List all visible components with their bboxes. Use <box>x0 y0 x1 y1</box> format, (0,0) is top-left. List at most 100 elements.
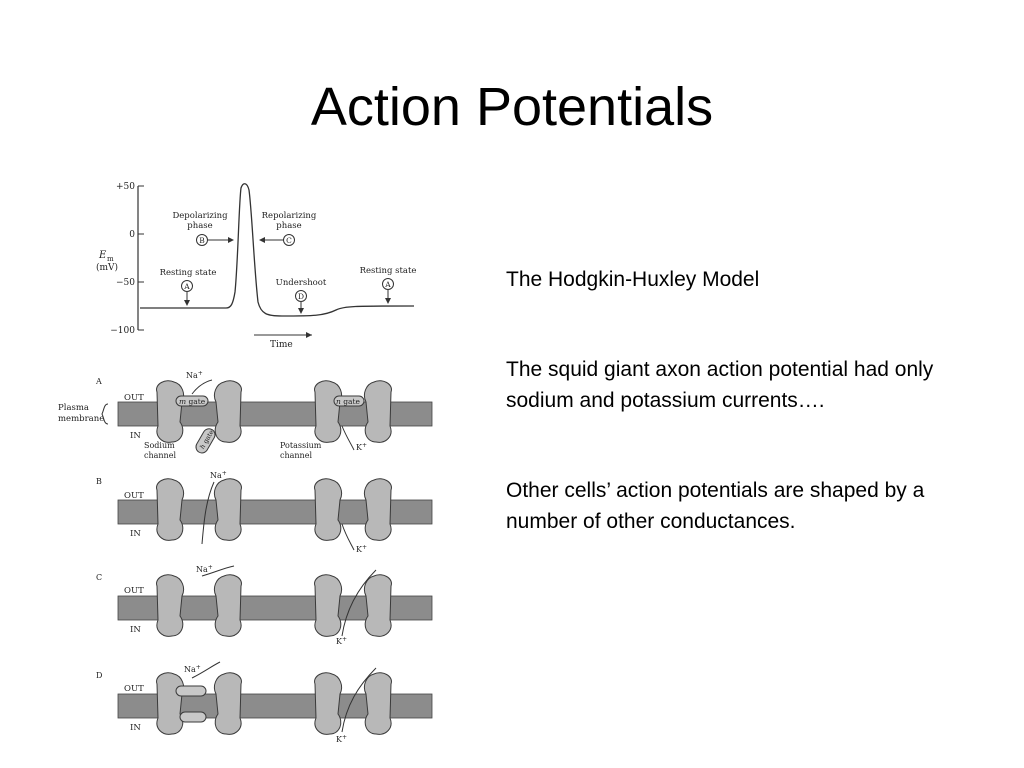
out-label: OUT <box>124 684 144 694</box>
panel-letter: A <box>95 377 102 386</box>
sodium-channel-label: channel <box>144 451 176 460</box>
ion-channel-diagram: A OUT IN Plasma membrane m gate h gate N… <box>58 370 433 744</box>
potassium-channel-left <box>314 672 343 735</box>
marker-circle <box>382 278 394 290</box>
annotation-undershoot: Undershoot <box>276 278 327 288</box>
potassium-channel-label: channel <box>280 451 312 460</box>
arrow-head <box>184 300 190 306</box>
k-arrow <box>341 667 377 733</box>
action-potential-trace <box>140 183 415 317</box>
h-gate <box>195 428 216 454</box>
in-label: IN <box>130 529 141 539</box>
na-arrow <box>201 565 235 577</box>
slide-body-text: The Hodgkin-Huxley Model The squid giant… <box>506 264 936 537</box>
k-arrow <box>341 523 355 551</box>
sodium-channel-left <box>156 672 185 735</box>
panel-letter: B <box>96 477 102 486</box>
marker-circle <box>283 234 295 246</box>
in-label: IN <box>130 723 141 733</box>
panel-letter: C <box>96 573 102 582</box>
marker-circle <box>181 280 193 292</box>
y-axis-unit: (mV) <box>96 262 118 273</box>
k-label: K+ <box>356 544 367 554</box>
marker-circle <box>196 234 208 246</box>
slide-title: Action Potentials <box>310 77 714 137</box>
m-gate <box>175 685 207 697</box>
sodium-channel-left <box>156 478 185 541</box>
arrow-head <box>298 308 304 314</box>
annotation-repolarizing-phase: phase <box>276 221 301 231</box>
panel-c: C OUT IN Na+ K+ <box>96 564 433 646</box>
na-arrow <box>191 661 221 679</box>
y-axis-label: E <box>98 250 107 261</box>
potassium-channel-label: Potassium <box>280 441 322 450</box>
annotation-depolarizing-phase: phase <box>187 221 212 231</box>
panel-d: D OUT IN Na+ K+ <box>96 661 433 744</box>
plasma-membrane-label: Plasma <box>58 403 89 413</box>
sodium-channel-left <box>156 380 185 443</box>
annotation-depolarizing: Depolarizing <box>172 211 228 221</box>
na-arrow <box>191 379 213 395</box>
x-axis-label: Time <box>270 340 293 350</box>
potassium-channel-right <box>363 478 392 541</box>
out-label: OUT <box>124 491 144 501</box>
potassium-channel-left <box>314 574 343 637</box>
panel-letter: D <box>96 671 102 680</box>
panel-a: A OUT IN Plasma membrane m gate h gate N… <box>58 370 433 460</box>
y-tick-label: −50 <box>116 278 135 288</box>
na-label: Na+ <box>196 564 213 574</box>
panel-b: B OUT IN Na+ K+ <box>96 470 433 554</box>
n-gate-label: n gate <box>336 397 361 406</box>
arrow-head <box>385 298 391 304</box>
k-arrow <box>341 425 355 451</box>
paragraph-other-cells: Other cells’ action potentials are shape… <box>506 479 925 533</box>
k-label: K+ <box>336 734 347 744</box>
annotation-resting-state-right: Resting state <box>360 266 417 276</box>
potassium-channel-right <box>363 380 392 443</box>
out-label: OUT <box>124 393 144 403</box>
sodium-channel-right <box>213 478 242 541</box>
potassium-channel-right <box>363 574 392 637</box>
y-tick-label: −100 <box>110 326 135 336</box>
in-label: IN <box>130 625 141 635</box>
n-gate <box>333 395 365 407</box>
arrow-head <box>306 332 312 338</box>
potassium-channel-left <box>314 380 343 443</box>
sodium-channel-label: Sodium <box>144 441 175 450</box>
out-label: OUT <box>124 586 144 596</box>
paragraph-hodgkin-huxley: The Hodgkin-Huxley Model <box>506 268 760 291</box>
arrow-head <box>228 237 234 243</box>
potassium-channel-right <box>363 672 392 735</box>
k-label: K+ <box>356 442 367 452</box>
sodium-channel-right <box>213 380 242 443</box>
marker-letter: C <box>286 236 292 245</box>
potassium-channel-left <box>314 478 343 541</box>
marker-letter: B <box>199 236 205 245</box>
action-potential-graph: +50 0 −50 −100 E m (mV) Time Depolarizin… <box>96 182 417 350</box>
plasma-membrane-label: membrane <box>58 414 104 424</box>
annotation-resting-state: Resting state <box>160 268 217 278</box>
k-label: K+ <box>336 636 347 646</box>
annotation-repolarizing: Repolarizing <box>262 211 317 221</box>
in-label: IN <box>130 431 141 441</box>
na-arrow <box>201 481 215 545</box>
y-tick-label: +50 <box>116 182 135 192</box>
y-tick-label: 0 <box>129 230 135 240</box>
h-gate <box>179 711 207 723</box>
marker-letter: A <box>384 280 391 289</box>
na-label: Na+ <box>186 370 203 380</box>
sodium-channel-left <box>156 574 185 637</box>
marker-letter: A <box>183 282 190 291</box>
paragraph-squid-axon: The squid giant axon action potential ha… <box>506 358 934 412</box>
sodium-channel-right <box>213 574 242 637</box>
y-axis-label-sub: m <box>107 255 114 263</box>
sodium-channel-right <box>213 672 242 735</box>
marker-letter: D <box>298 292 304 301</box>
m-gate <box>175 395 209 407</box>
marker-circle <box>295 290 307 302</box>
na-label: Na+ <box>184 664 201 674</box>
brace <box>101 403 109 425</box>
arrow-head <box>259 237 265 243</box>
m-gate-label: m gate <box>179 397 206 406</box>
k-arrow <box>341 569 377 637</box>
